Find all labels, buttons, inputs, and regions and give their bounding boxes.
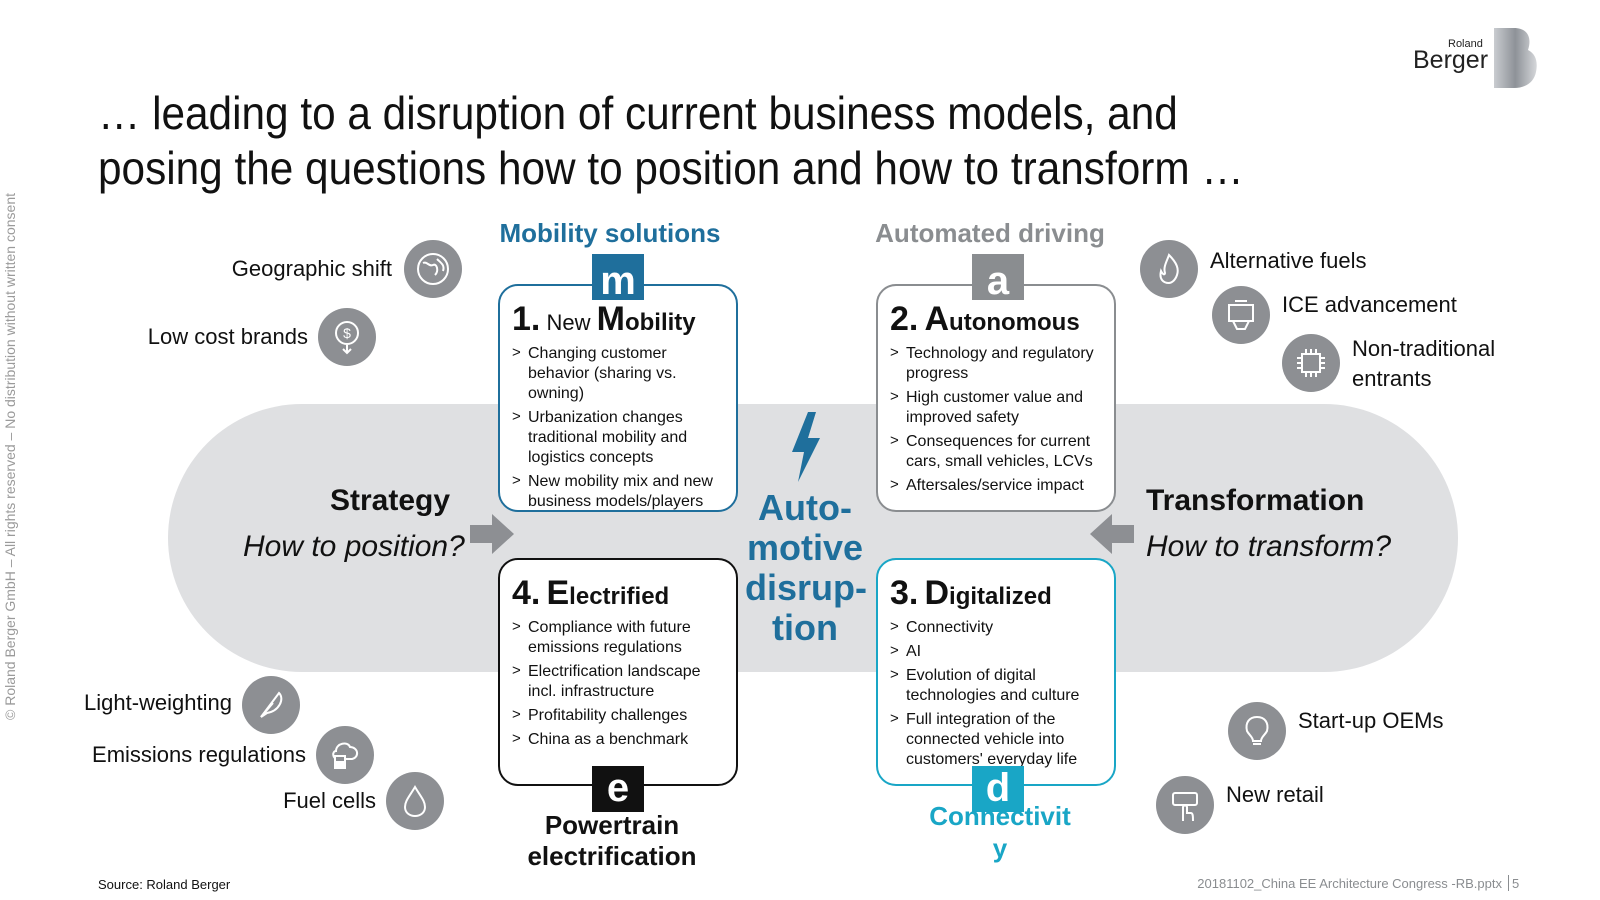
driver-low-cost-brands: Low cost brands — [147, 324, 308, 349]
page-number: 5 — [1512, 876, 1520, 891]
chip-icon — [1282, 334, 1340, 392]
driver-emissions-regulations: Emissions regulations — [92, 742, 306, 767]
bullet: Changing customer behavior (sharing vs. … — [512, 343, 726, 404]
card-bullets: Connectivity AI Evolution of digital tec… — [890, 617, 1104, 770]
dollar-down-icon: $ — [318, 308, 376, 366]
bullet: Full integration of the connected vehicl… — [890, 709, 1104, 770]
lightning-bolt-icon — [792, 412, 820, 482]
driver-ice-advancement: ICE advancement — [1282, 292, 1457, 317]
driver-geographic-shift: Geographic shift — [231, 256, 392, 281]
page-title: … leading to a disruption of current bus… — [98, 87, 1244, 194]
driver-non-traditional-entrants: Non-traditional entrants — [1352, 334, 1495, 394]
card-title: 2. Autonomous — [890, 300, 1080, 338]
driver-light-weighting: Light-weighting — [84, 690, 232, 715]
source-note: Source: Roland Berger — [98, 877, 231, 892]
disruption-line-2: motive — [746, 527, 864, 568]
card-bullets: Changing customer behavior (sharing vs. … — [512, 343, 726, 512]
driver-start-up-oems: Start-up OEMs — [1298, 708, 1444, 733]
bullet: Connectivity — [890, 617, 1104, 638]
mobility-solutions-label: Mobility solutions — [499, 218, 721, 248]
retail-touch-icon — [1156, 776, 1214, 834]
bullet: Aftersales/service impact — [890, 475, 1104, 496]
bullet: Technology and regulatory progress — [890, 343, 1104, 384]
bullet: New mobility mix and new business models… — [512, 471, 726, 512]
card-title: 3. Digitalized — [890, 574, 1052, 612]
logo-text-berger: Berger — [1413, 46, 1489, 74]
bullet: Urbanization changes traditional mobilit… — [512, 407, 726, 468]
driver-new-retail: New retail — [1226, 782, 1324, 807]
flame-icon — [1140, 240, 1198, 298]
fuel-pump-cloud-icon — [316, 726, 374, 784]
bullet: Compliance with future emissions regulat… — [512, 617, 726, 658]
strategy-heading: Strategy — [330, 484, 451, 517]
card-bullets: Compliance with future emissions regulat… — [512, 617, 726, 750]
driver-alternative-fuels: Alternative fuels — [1210, 248, 1367, 273]
electrified-badge-icon: e — [592, 766, 644, 812]
automated-driving-label: Automated driving — [875, 218, 1105, 248]
disruption-line-4: tion — [772, 607, 838, 648]
powertrain-electrification-label: Powertrain electrification — [527, 810, 697, 871]
globe-icon — [404, 240, 462, 298]
footer-divider — [1508, 875, 1509, 891]
transformation-heading: Transformation — [1146, 484, 1365, 517]
disruption-line-1: Auto- — [758, 487, 852, 528]
lightbulb-icon — [1228, 702, 1286, 760]
strategy-question: How to position? — [243, 530, 465, 563]
arrow-right-icon — [470, 514, 514, 554]
card-new-mobility: 1. New Mobility Changing customer behavi… — [498, 284, 738, 512]
engine-icon — [1212, 286, 1270, 344]
card-digitalized: 3. Digitalized Connectivity AI Evolution… — [876, 558, 1116, 786]
card-title: 4. Electrified — [512, 574, 670, 612]
nontrad-line2: entrants — [1352, 366, 1432, 391]
transformation-question: How to transform? — [1146, 530, 1392, 563]
file-name: 20181102_China EE Architecture Congress … — [1197, 876, 1502, 891]
copyright-vertical: © Roland Berger GmbH – All rights reserv… — [2, 192, 18, 720]
card-bullets: Technology and regulatory progress High … — [890, 343, 1104, 496]
digitalized-badge-icon: d — [972, 766, 1024, 812]
card-title: 1. New Mobility — [512, 300, 696, 338]
mobility-badge-icon: m — [592, 254, 644, 303]
water-drop-icon — [386, 772, 444, 830]
bullet: AI — [890, 641, 1104, 662]
bullet: High customer value and improved safety — [890, 387, 1104, 428]
bullet: Evolution of digital technologies and cu… — [890, 665, 1104, 706]
bullet: Electrification landscape incl. infrastr… — [512, 661, 726, 702]
bullet: China as a benchmark — [512, 729, 726, 750]
roland-berger-logo: Roland Berger — [1410, 28, 1540, 88]
driver-fuel-cells: Fuel cells — [283, 788, 376, 813]
feather-icon — [242, 676, 300, 734]
bullet: Profitability challenges — [512, 705, 726, 726]
automotive-disruption-label: Auto- motive disrup- tion — [745, 487, 867, 648]
connectivity-label-line2: y — [992, 833, 1008, 863]
card-electrified: 4. Electrified Compliance with future em… — [498, 558, 738, 786]
card-autonomous: 2. Autonomous Technology and regulatory … — [876, 284, 1116, 512]
logo-text-roland: Roland — [1448, 38, 1483, 50]
nontrad-line1: Non-traditional — [1352, 336, 1496, 361]
svg-text:$: $ — [343, 325, 351, 341]
arrow-left-icon — [1090, 514, 1134, 554]
logo-b-mark — [1494, 28, 1537, 88]
disruption-line-3: disrup- — [745, 567, 867, 608]
autonomous-badge-icon: a — [972, 254, 1024, 303]
bullet: Consequences for current cars, small veh… — [890, 431, 1104, 472]
